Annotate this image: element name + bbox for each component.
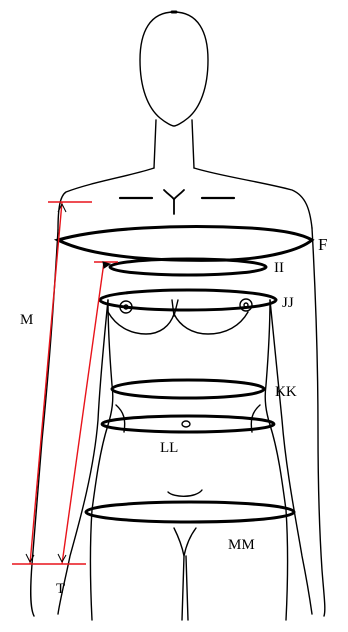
label-LL: LL — [160, 440, 178, 456]
bust-center — [172, 300, 178, 316]
band-KK-waist — [112, 380, 264, 398]
band-F-shoulder — [58, 227, 312, 261]
right-arm-inner — [270, 300, 312, 614]
torso-left-side — [91, 300, 113, 620]
head — [140, 12, 208, 126]
crotch — [174, 528, 196, 556]
label-T: T — [56, 581, 65, 597]
inner-leg-left — [182, 556, 184, 620]
label-M: M — [20, 312, 33, 328]
neck-right — [192, 120, 194, 168]
bust-left-contour — [108, 312, 174, 334]
label-II: II — [274, 260, 284, 276]
right-arm-outer — [312, 228, 325, 616]
band-MM-hip — [86, 502, 294, 522]
label-JJ: JJ — [282, 295, 294, 311]
sternum-notch — [164, 190, 184, 214]
torso-right-side — [265, 300, 287, 620]
bust-right-contour — [174, 312, 248, 334]
belly-button — [182, 421, 190, 427]
label-MM: MM — [228, 537, 255, 553]
measure-M-line — [30, 202, 62, 564]
label-KK: KK — [275, 384, 297, 400]
neck-left — [154, 120, 156, 168]
inner-leg-right — [186, 556, 188, 620]
band-LL-belly — [102, 416, 274, 432]
pelvic-mark — [168, 490, 202, 496]
arm-length-measures — [12, 202, 118, 564]
label-F: F — [318, 235, 327, 254]
mannequin-outline — [31, 12, 325, 620]
